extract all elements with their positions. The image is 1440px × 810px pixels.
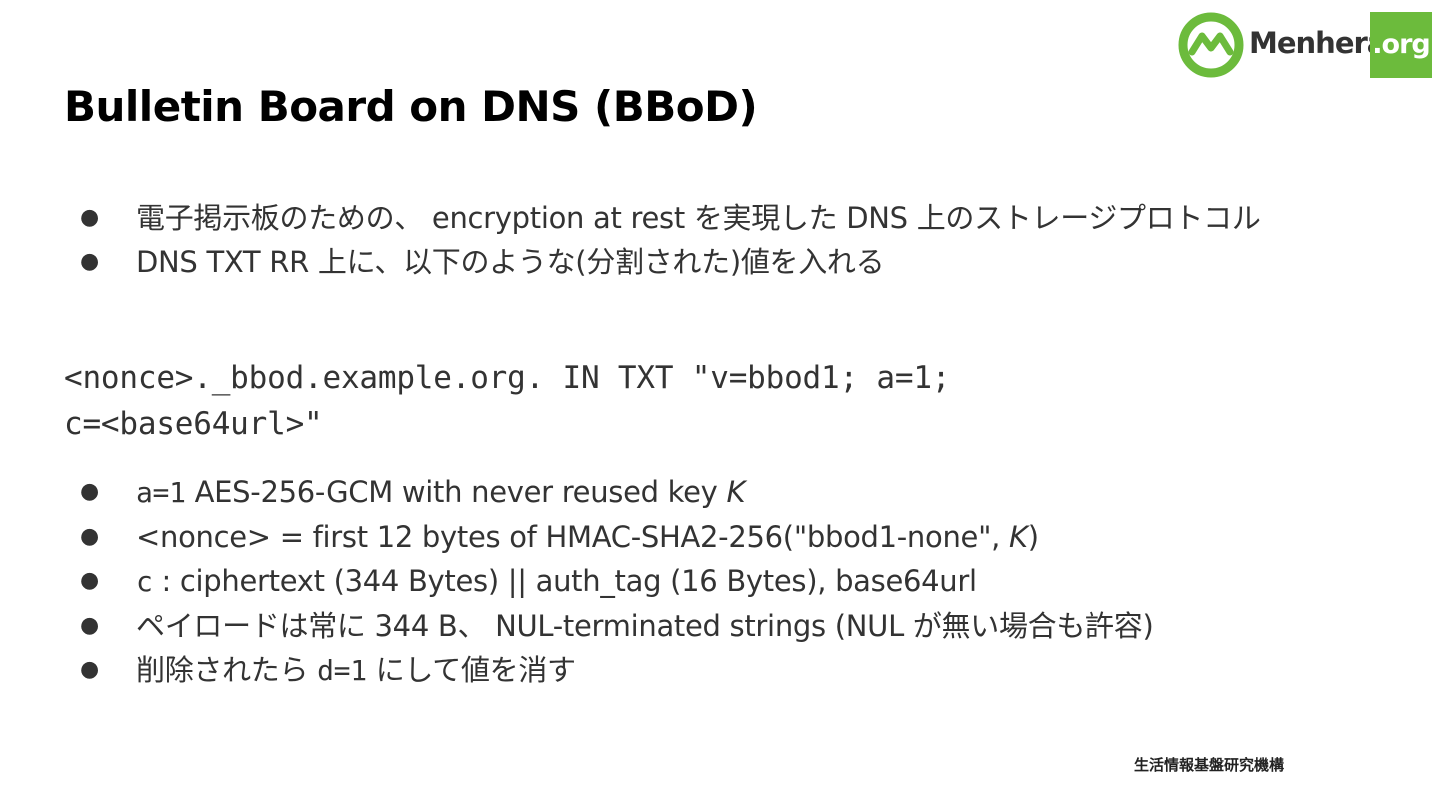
- list-item: ● <nonce> = first 12 bytes of HMAC-SHA2-…: [0, 515, 1440, 559]
- menhera-logo: Menhera .org: [1178, 12, 1432, 78]
- bullet-dot-icon: ●: [80, 479, 99, 504]
- list-item: ● 削除されたら d=1 にして値を消す: [0, 648, 1440, 693]
- inline-code: c: [136, 565, 153, 598]
- bullet-text-tail: ): [1027, 520, 1039, 554]
- org-footer: 生活情報基盤研究機構: [1134, 756, 1285, 774]
- bullet-dot-icon: ●: [80, 613, 99, 638]
- italic-key: K: [726, 475, 746, 509]
- list-item: ● c : ciphertext (344 Bytes) || auth_tag…: [0, 559, 1440, 604]
- bullet-dot-icon: ●: [80, 249, 99, 274]
- code-line-2: c=<base64url>": [64, 406, 323, 442]
- list-item: ● ペイロードは常に 344 B、 NUL-terminated strings…: [0, 604, 1440, 648]
- bullet-dot-icon: ●: [80, 657, 99, 682]
- bullet-text: 削除されたら: [136, 653, 318, 687]
- logo-brand-text: Menhera: [1249, 26, 1386, 60]
- intro-bullet-list: ● 電子掲示板のための、 encryption at rest を実現した DN…: [0, 196, 1440, 284]
- code-line-1: <nonce>._bbod.example.org. IN TXT "v=bbo…: [64, 360, 951, 396]
- logo-tld-badge: .org: [1370, 12, 1432, 78]
- slide-title: Bulletin Board on DNS (BBoD): [64, 82, 758, 131]
- bullet-text: 電子掲示板のための、 encryption at rest を実現した DNS …: [136, 201, 1261, 235]
- bullet-text: : ciphertext (344 Bytes) || auth_tag (16…: [152, 564, 977, 598]
- menhera-m-ring-icon: [1178, 12, 1244, 78]
- italic-key: K: [1008, 520, 1028, 554]
- list-item: ● 電子掲示板のための、 encryption at rest を実現した DN…: [0, 196, 1440, 240]
- bullet-dot-icon: ●: [80, 524, 99, 549]
- list-item: ● a=1 AES-256-GCM with never reused key …: [0, 470, 1440, 515]
- detail-bullet-list: ● a=1 AES-256-GCM with never reused key …: [0, 470, 1440, 693]
- inline-code: d=1: [317, 654, 367, 687]
- bullet-dot-icon: ●: [80, 205, 99, 230]
- inline-code: a=1: [136, 476, 186, 509]
- bullet-text: DNS TXT RR 上に、以下のような(分割された)値を入れる: [136, 245, 885, 279]
- bullet-text: AES-256-GCM with never reused key: [185, 475, 727, 509]
- list-item: ● DNS TXT RR 上に、以下のような(分割された)値を入れる: [0, 240, 1440, 284]
- bullet-text: <nonce> = first 12 bytes of HMAC-SHA2-25…: [136, 520, 1009, 554]
- bullet-text: ペイロードは常に 344 B、 NUL-terminated strings (…: [136, 609, 1154, 643]
- bullet-dot-icon: ●: [80, 568, 99, 593]
- bullet-text-tail: にして値を消す: [366, 653, 576, 687]
- txt-record-code-block: <nonce>._bbod.example.org. IN TXT "v=bbo…: [64, 355, 1364, 447]
